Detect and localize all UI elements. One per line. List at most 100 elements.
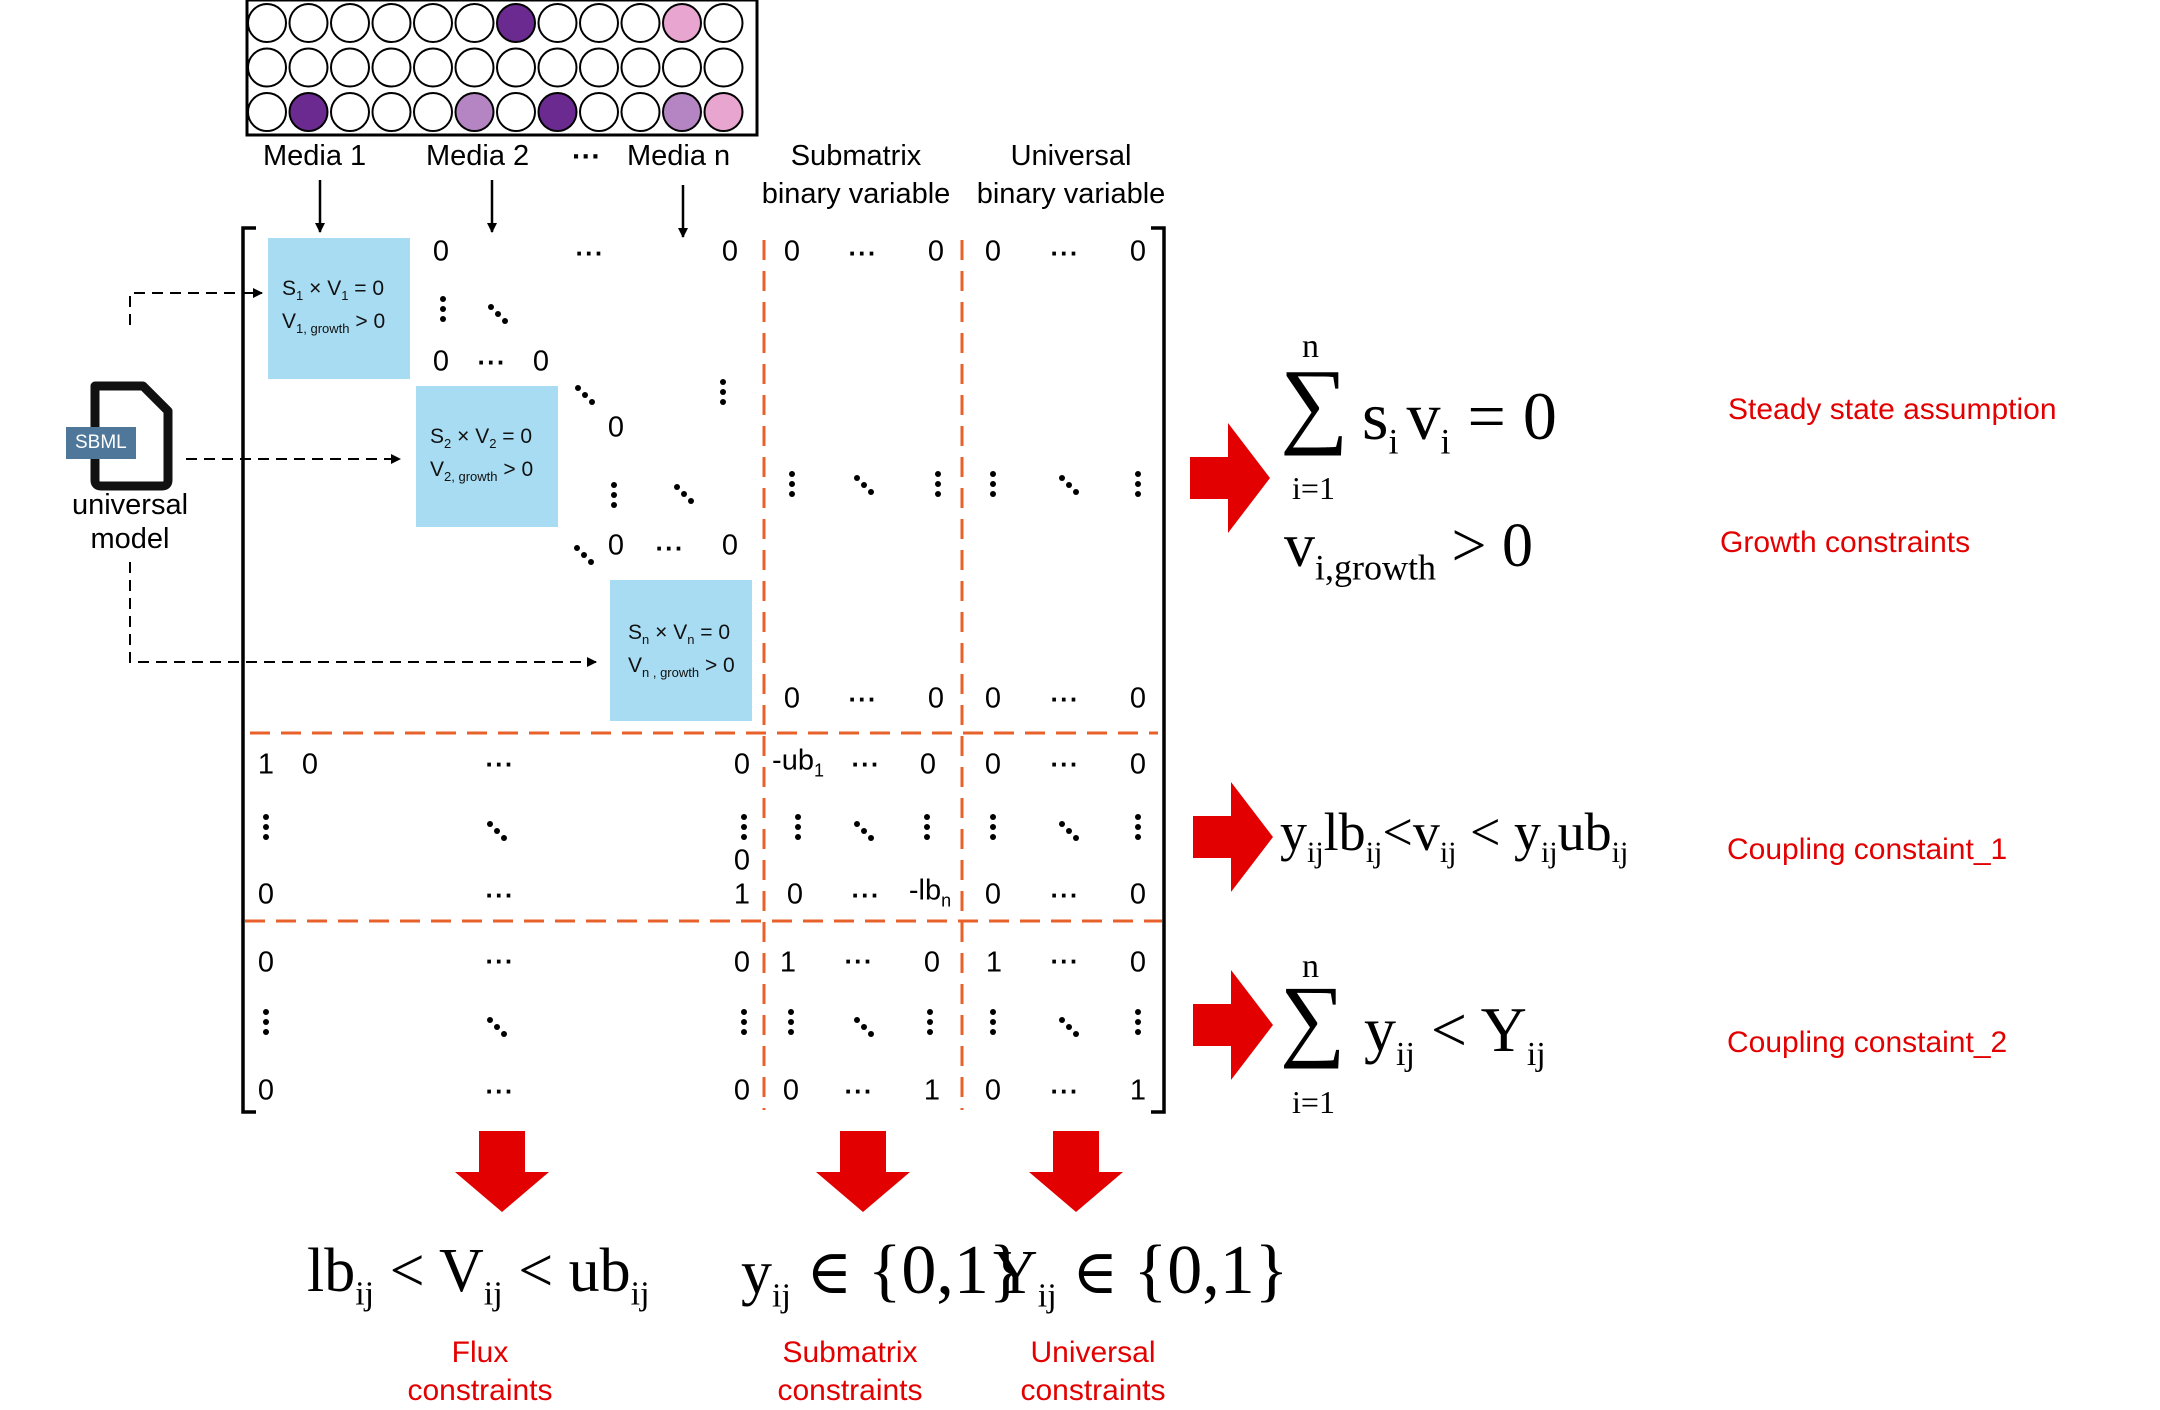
cell-dots: ···	[477, 347, 507, 377]
flux-equation: lbij < Vij < ubij	[307, 1237, 650, 1313]
well	[620, 47, 661, 88]
block-media-1	[268, 238, 410, 379]
cell: 0	[782, 1074, 800, 1107]
cell: 0	[984, 878, 1002, 911]
well	[330, 92, 370, 132]
coupling1-equation: yijlbij<vij < yijubij	[1280, 802, 1629, 869]
coupling1-arrow	[1193, 782, 1273, 892]
cell: 0	[984, 748, 1002, 781]
block-2-text: S2 × V2 = 0 V2, growth > 0	[430, 425, 534, 485]
cell: 0	[257, 946, 275, 979]
cell-dots: ···	[485, 946, 515, 976]
well	[703, 3, 744, 43]
cell-dots: ···	[1050, 684, 1080, 714]
cell-dots: ···	[485, 749, 515, 779]
well	[662, 47, 702, 88]
cell: 0	[733, 748, 751, 781]
well	[537, 47, 578, 88]
cell-dots: ···	[1050, 238, 1080, 268]
block-n-text: Sn × Vn = 0 Vn , growth > 0	[628, 621, 735, 681]
cell-dots: ···	[1050, 1076, 1080, 1106]
cell-dots: ···	[844, 1076, 874, 1106]
well	[288, 92, 329, 132]
well	[496, 3, 536, 43]
left-bracket	[241, 226, 256, 1114]
block-media-2	[416, 386, 558, 527]
well-grid	[247, 3, 744, 132]
submatrix-equation: yij ∈ {0,1}	[741, 1232, 1023, 1315]
well	[662, 92, 702, 132]
vertical-dots	[263, 296, 1141, 1035]
cell: 1	[257, 748, 275, 781]
well	[620, 92, 661, 132]
cell: 0	[721, 235, 739, 268]
coupling2-arrow	[1193, 970, 1273, 1080]
cell-dots: ···	[848, 684, 878, 714]
cell-dots: ···	[655, 533, 685, 563]
cell: 0	[1129, 946, 1147, 979]
cell: 0	[607, 411, 625, 444]
cell-dots: ···	[1050, 880, 1080, 910]
cell-dots: ···	[575, 238, 605, 268]
partition-lines	[245, 240, 1162, 1110]
cell: 0	[733, 844, 751, 877]
well	[413, 47, 453, 88]
well	[413, 3, 453, 43]
well	[703, 92, 744, 132]
well	[662, 3, 702, 43]
right-bracket	[1151, 226, 1166, 1114]
cell: 1	[733, 878, 751, 911]
steady-state-label: Steady state assumption	[1728, 393, 2057, 426]
red-arrows	[455, 423, 1273, 1212]
cell: 0	[927, 235, 945, 268]
cell: 0	[984, 235, 1002, 268]
cell: 0	[984, 1074, 1002, 1107]
well	[703, 47, 744, 88]
well	[371, 92, 412, 132]
growth-label: Growth constraints	[1720, 526, 1971, 559]
well	[537, 92, 578, 132]
well	[454, 47, 495, 88]
cell: 0	[1129, 748, 1147, 781]
well	[454, 3, 495, 43]
well	[537, 3, 578, 43]
media-n-label: Media n	[627, 140, 731, 172]
cell-dots: ···	[485, 880, 515, 910]
cell-ub: -ub1	[772, 744, 824, 781]
cell: 0	[783, 235, 801, 268]
well	[330, 3, 370, 43]
cell: 0	[432, 235, 450, 268]
cell-dots: ···	[1050, 749, 1080, 779]
well	[288, 3, 329, 43]
block-1-text: S1 × V1 = 0 V1, growth > 0	[282, 277, 386, 337]
sbml-badge: SBML	[66, 427, 136, 459]
well	[247, 3, 287, 43]
well	[579, 92, 619, 132]
cell: 0	[1129, 878, 1147, 911]
universal-equation: Yij ∈ {0,1}	[993, 1232, 1289, 1315]
cell-dots: ···	[1050, 946, 1080, 976]
media-1-label: Media 1	[263, 140, 367, 172]
cell-dots: ···	[844, 946, 874, 976]
growth-equation: vi,growth > 0	[1284, 512, 1533, 588]
cell: 0	[607, 529, 625, 562]
well	[579, 47, 619, 88]
cell: 0	[919, 748, 937, 781]
well	[330, 47, 370, 88]
well	[496, 92, 536, 132]
diagonal-dots	[487, 304, 1079, 1037]
well	[579, 3, 619, 43]
cell: 0	[1129, 235, 1147, 268]
well	[413, 92, 453, 132]
cell: 0	[257, 1074, 275, 1107]
well	[247, 92, 287, 132]
cell: 0	[733, 946, 751, 979]
cell-dots: ···	[485, 1076, 515, 1106]
well	[371, 47, 412, 88]
